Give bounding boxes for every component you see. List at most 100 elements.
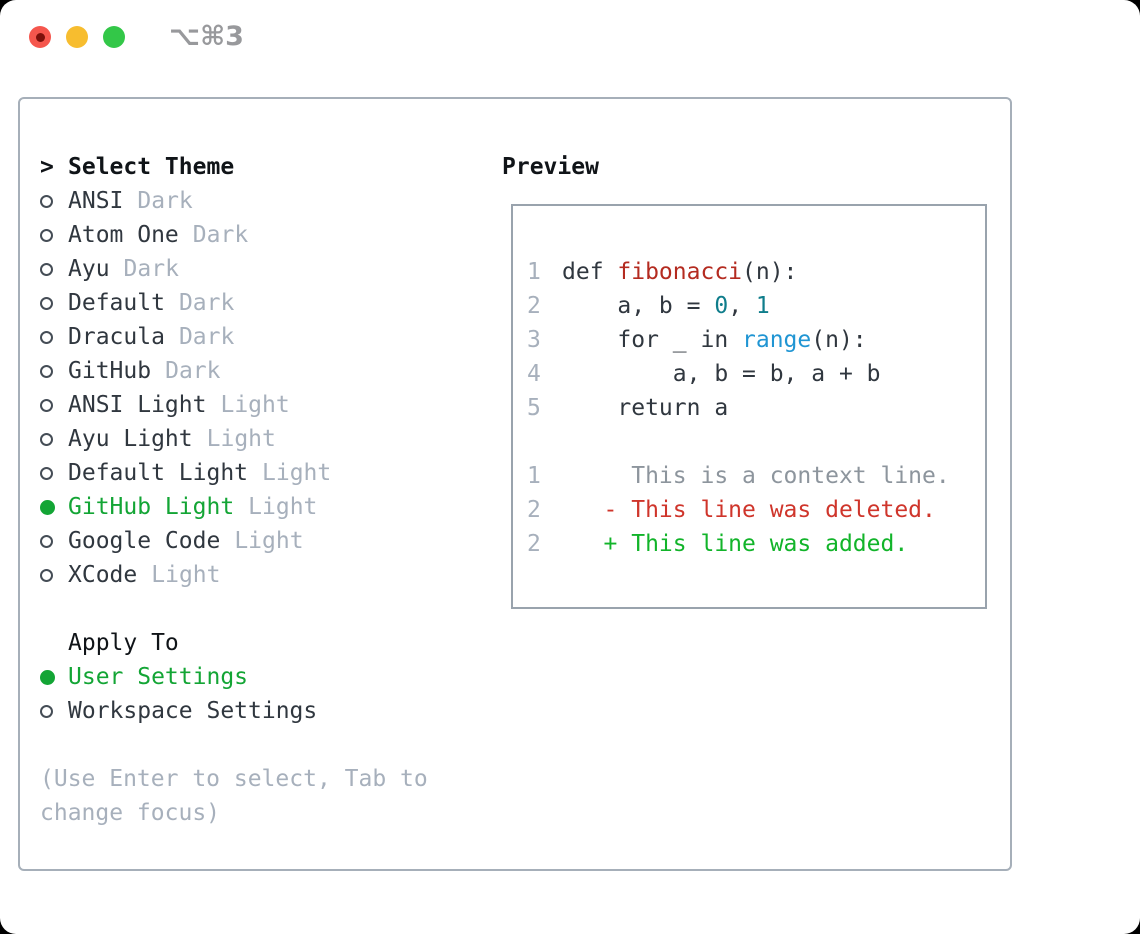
line-number: 2: [527, 293, 541, 319]
theme-variant-tag: Light: [234, 528, 304, 554]
theme-variant-tag: Dark: [192, 222, 249, 248]
code-text: a, b = b, a + b: [562, 361, 881, 387]
theme-name: XCode: [68, 562, 138, 588]
apply-option-user-settings[interactable]: User Settings: [40, 660, 490, 694]
radio-unselected-icon: [40, 568, 68, 582]
theme-option-ansi-dark[interactable]: ANSI Dark: [40, 184, 490, 218]
apply-option-label: User Settings: [68, 664, 249, 690]
theme-option-ayu-dark[interactable]: Ayu Dark: [40, 252, 490, 286]
theme-variant-tag: Dark: [178, 324, 235, 350]
line-number: 3: [527, 327, 541, 353]
theme-variant-tag: Dark: [165, 358, 221, 384]
radio-unselected-icon: [40, 296, 68, 310]
theme-name: ANSI: [68, 188, 124, 214]
cursor-arrow-icon: >: [40, 154, 54, 180]
minimize-button[interactable]: [66, 26, 88, 48]
token-plain: for _ in: [562, 327, 743, 353]
apply-option-label: Workspace Settings: [68, 698, 318, 724]
theme-name: GitHub: [68, 358, 152, 384]
theme-name: Default Light: [68, 460, 249, 486]
code-line: 1 This is a context line.: [527, 459, 950, 493]
code-line: 1 def fibonacci(n):: [527, 255, 950, 289]
token-added: + This line was added.: [562, 531, 909, 557]
code-text: def fibonacci(n):: [562, 259, 797, 285]
zoom-button[interactable]: [103, 26, 125, 48]
window-shortcut-label: ⌥⌘3: [169, 21, 244, 52]
theme-option-ayu-light-light[interactable]: Ayu Light Light: [40, 422, 490, 456]
line-number: 4: [527, 361, 541, 387]
code-line: 2 a, b = 0, 1: [527, 289, 950, 323]
theme-variant-tag: Light: [262, 460, 332, 486]
code-text: This is a context line.: [562, 463, 950, 489]
theme-variant-tag: Dark: [137, 188, 193, 214]
theme-variant-tag: Light: [220, 392, 290, 418]
theme-name: Google Code: [68, 528, 221, 554]
radio-unselected-icon: [40, 364, 68, 378]
radio-selected-icon: [40, 499, 68, 515]
preview-header: Preview: [502, 150, 599, 184]
token-number: 1: [755, 293, 770, 319]
code-line: 4 a, b = b, a + b: [527, 357, 950, 391]
code-line: 2 - This line was deleted.: [527, 493, 950, 527]
theme-option-github-dark[interactable]: GitHub Dark: [40, 354, 490, 388]
apply-option-workspace-settings[interactable]: Workspace Settings: [40, 694, 490, 728]
token-builtin: range: [742, 327, 812, 353]
token-context: This is a context line.: [562, 463, 950, 489]
close-button[interactable]: [29, 26, 51, 48]
theme-name: Ayu Light: [68, 426, 193, 452]
token-plain: ,: [728, 293, 756, 319]
radio-unselected-icon: [40, 432, 68, 446]
line-number: 2: [527, 497, 541, 523]
theme-option-default-light-light[interactable]: Default Light Light: [40, 456, 490, 490]
spacer-row: [40, 728, 490, 762]
theme-option-google-code-light[interactable]: Google Code Light: [40, 524, 490, 558]
line-number: 1: [527, 259, 541, 285]
token-plain: (n):: [742, 259, 798, 285]
token-plain: return a: [562, 395, 729, 421]
theme-variant-tag: Light: [151, 562, 221, 588]
record-dot-icon: [35, 32, 45, 42]
theme-name: Ayu: [68, 256, 110, 282]
code-line: 2 + This line was added.: [527, 527, 950, 561]
code-text: a, b = 0, 1: [562, 293, 770, 319]
line-number: 2: [527, 531, 541, 557]
theme-variant-tag: Dark: [123, 256, 179, 282]
radio-unselected-icon: [40, 194, 68, 208]
radio-unselected-icon: [40, 398, 68, 412]
token-deleted: - This line was deleted.: [562, 497, 936, 523]
theme-variant-tag: Dark: [178, 290, 235, 316]
theme-option-atom-one-dark[interactable]: Atom One Dark: [40, 218, 490, 252]
theme-name: Atom One: [68, 222, 179, 248]
apply-to-title: Apply To: [68, 630, 179, 656]
radio-unselected-icon: [40, 466, 68, 480]
token-plain: a, b =: [562, 293, 715, 319]
radio-selected-icon: [40, 669, 68, 685]
theme-name: ANSI Light: [68, 392, 207, 418]
code-text: + This line was added.: [562, 531, 909, 557]
code-text: return a: [562, 395, 728, 421]
token-number: 0: [714, 293, 729, 319]
token-function: fibonacci: [617, 259, 743, 285]
token-plain: a, b = b, a + b: [562, 361, 881, 387]
line-number: 1: [527, 463, 541, 489]
radio-unselected-icon: [40, 330, 68, 344]
code-line: 3 for _ in range(n):: [527, 323, 950, 357]
code-line: 5 return a: [527, 391, 950, 425]
titlebar: ⌥⌘3: [0, 0, 1140, 74]
radio-unselected-icon: [40, 704, 68, 718]
help-text: (Use Enter to select, Tab to change focu…: [40, 766, 428, 826]
token-plain: (n):: [811, 327, 867, 353]
theme-variant-tag: Light: [206, 426, 276, 452]
code-text: - This line was deleted.: [562, 497, 936, 523]
theme-option-ansi-light-light[interactable]: ANSI Light Light: [40, 388, 490, 422]
theme-option-xcode-light[interactable]: XCode Light: [40, 558, 490, 592]
